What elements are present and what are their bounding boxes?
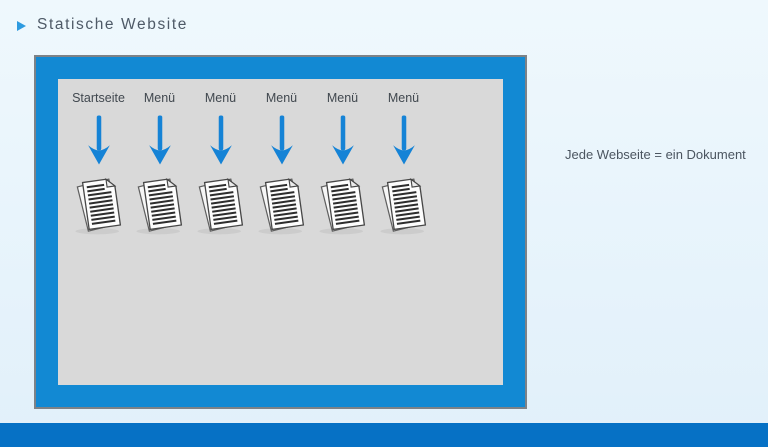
arrow-down-icon <box>209 115 232 165</box>
document-icon <box>135 177 182 235</box>
page-label: Startseite <box>72 91 125 105</box>
page-column: Menü <box>190 90 251 237</box>
document-icon <box>379 177 426 235</box>
page-column: Menü <box>251 90 312 237</box>
document-icon <box>318 177 365 235</box>
page-title: Statische Website <box>37 16 188 33</box>
slide-header: Statische Website <box>17 16 188 34</box>
footer-bar <box>0 423 768 447</box>
arrow-down-icon <box>331 115 354 165</box>
document-icon <box>196 177 243 235</box>
page-label: Menü <box>326 91 359 105</box>
document-icon <box>257 177 304 235</box>
page-column: Menü <box>312 90 373 237</box>
play-icon <box>17 21 26 31</box>
page-label: Menü <box>387 91 420 105</box>
website-frame: Startseite Menü <box>34 55 527 409</box>
arrow-down-icon <box>392 115 415 165</box>
page-label: Menü <box>265 91 298 105</box>
annotation-text: Jede Webseite = ein Dokument <box>565 147 746 162</box>
arrow-down-icon <box>270 115 293 165</box>
page-label: Menü <box>143 91 176 105</box>
page-label: Menü <box>204 91 237 105</box>
columns: Startseite Menü <box>58 79 503 237</box>
arrow-down-icon <box>148 115 171 165</box>
document-icon <box>74 177 121 235</box>
page-column: Menü <box>129 90 190 237</box>
website-canvas: Startseite Menü <box>58 79 503 385</box>
arrow-down-icon <box>87 115 110 165</box>
page-column: Menü <box>373 90 434 237</box>
page-column: Startseite <box>68 90 129 237</box>
